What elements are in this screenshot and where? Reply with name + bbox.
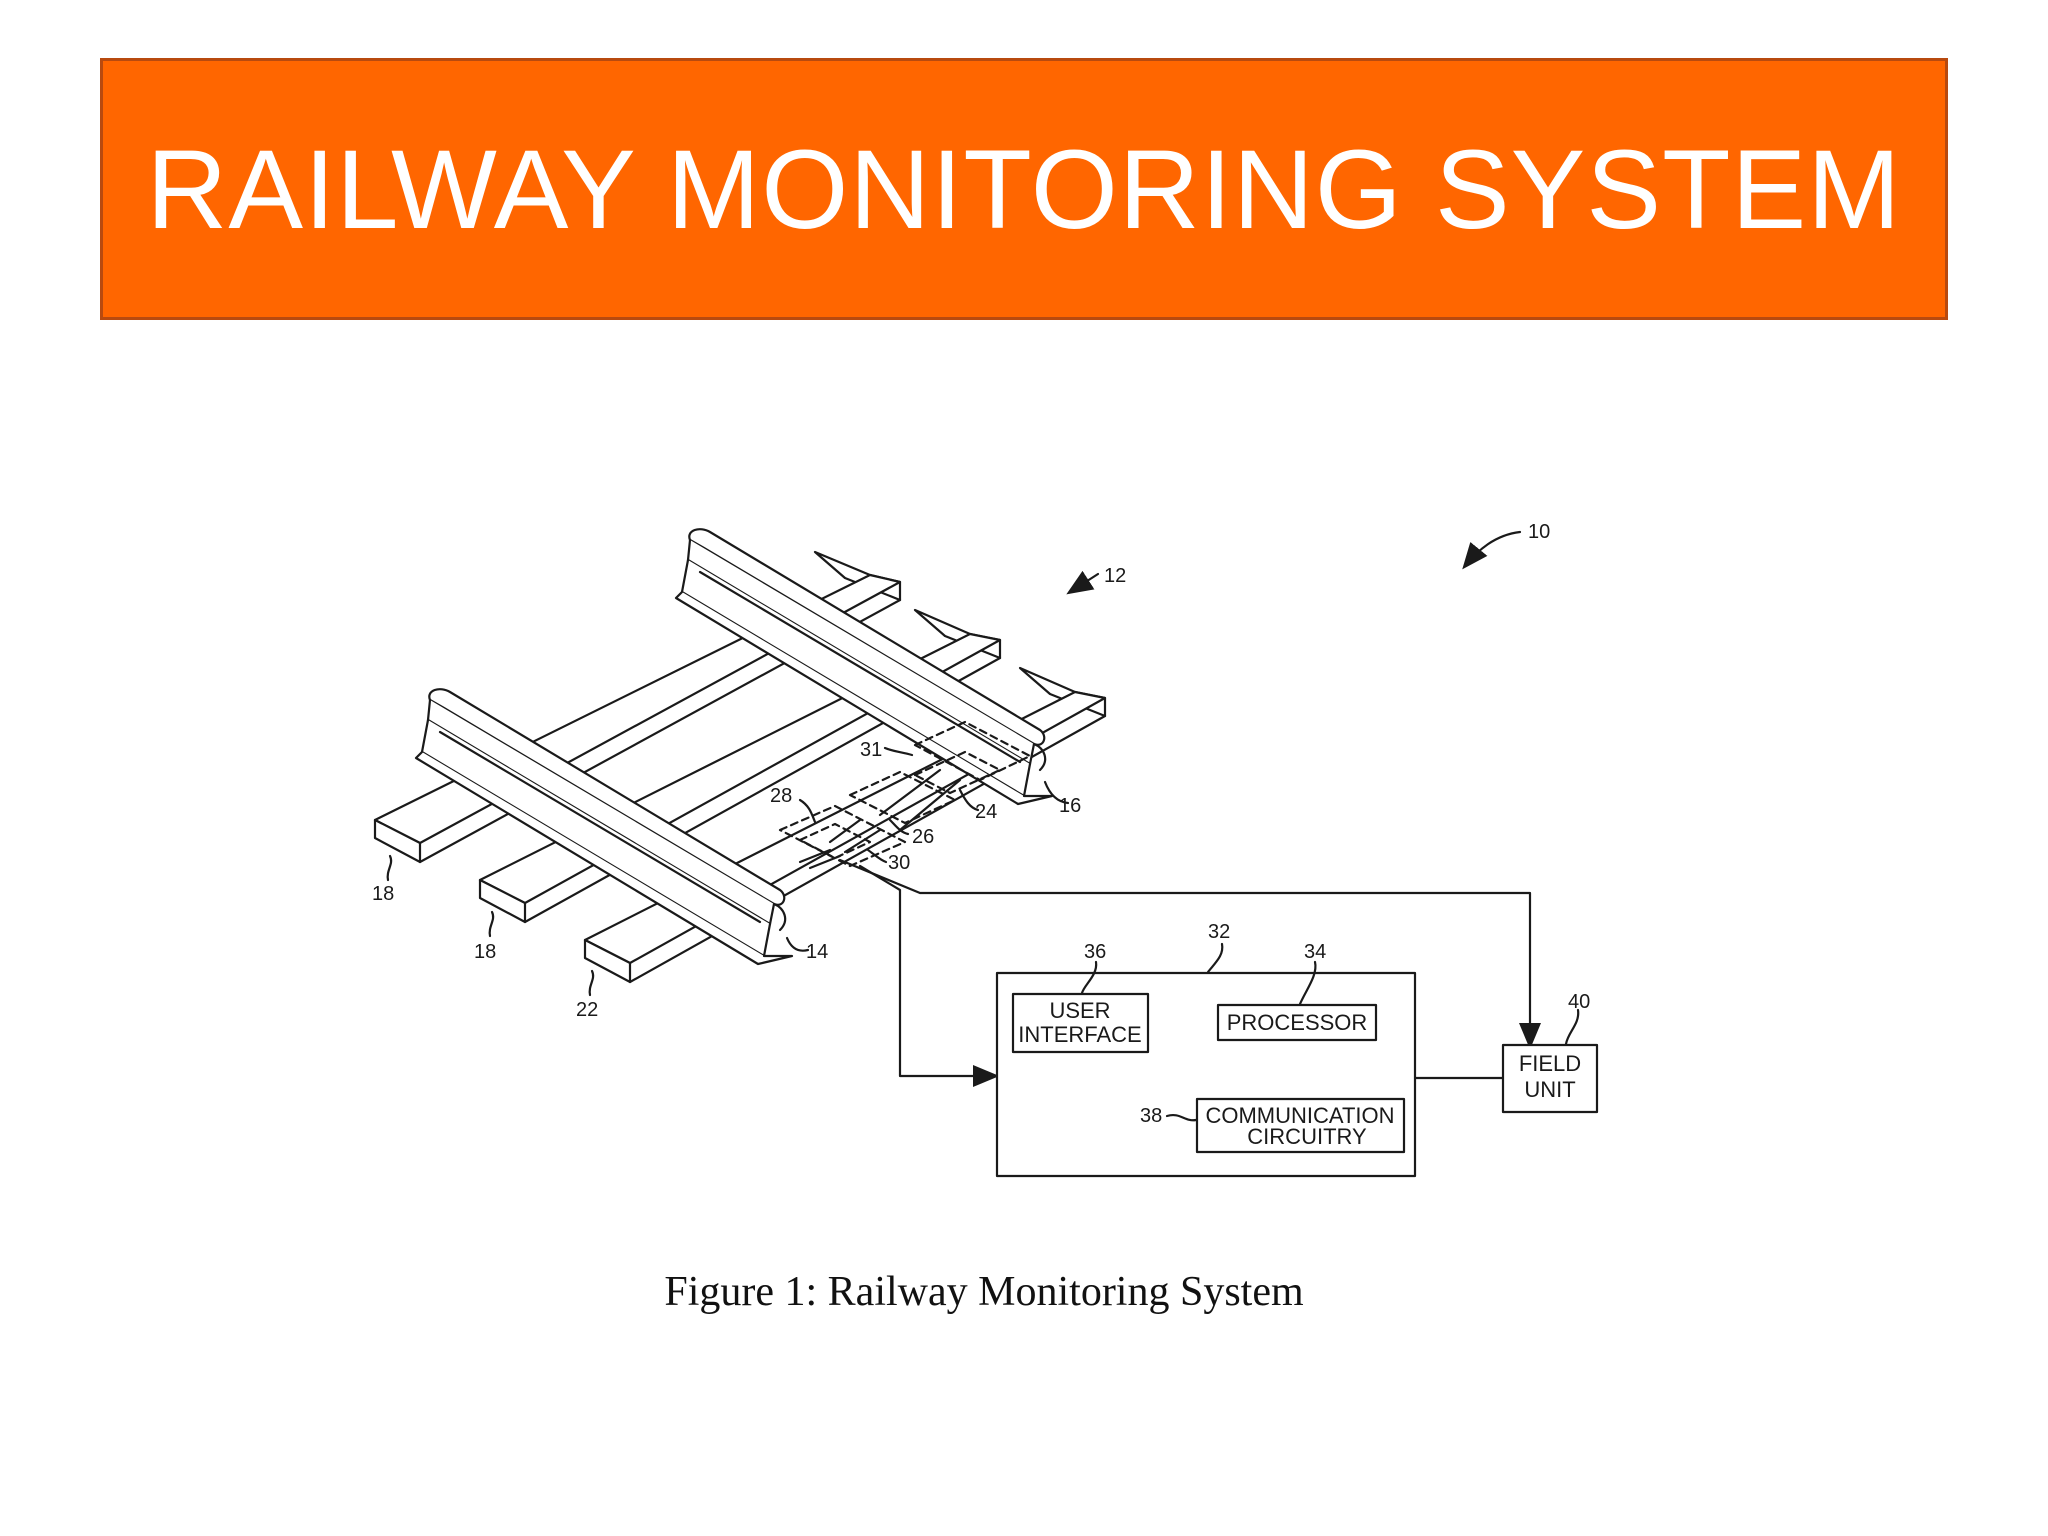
slide-title: RAILWAY MONITORING SYSTEM (146, 126, 1902, 252)
user-interface-label-line1: USER (1049, 998, 1110, 1023)
sensor-wires (798, 768, 962, 870)
ref-label-18b: 18 (474, 941, 496, 963)
user-interface-label-line2: INTERFACE (1018, 1022, 1141, 1047)
field-unit-box (1501, 1043, 1599, 1114)
ref-label-38: 38 (1140, 1105, 1162, 1127)
ref-label-40: 40 (1568, 991, 1590, 1013)
figure-caption: Figure 1: Railway Monitoring System (0, 1268, 2048, 1316)
communication-label-line1: COMMUNICATION (1205, 1103, 1394, 1128)
rail-near (414, 688, 794, 966)
ref-label-26: 26 (912, 826, 934, 848)
sensor-assembly (778, 720, 1032, 868)
figure-caption-text: Figure 1: Railway Monitoring System (664, 1269, 1304, 1315)
field-unit-label-line2: UNIT (1524, 1077, 1575, 1102)
processor-label: PROCESSOR (1227, 1010, 1368, 1035)
ref-label-36: 36 (1084, 941, 1106, 963)
field-unit-label-line1: FIELD (1519, 1051, 1581, 1076)
ref-label-10: 10 (1528, 521, 1550, 543)
title-banner: RAILWAY MONITORING SYSTEM (100, 58, 1948, 320)
user-interface-box (1011, 992, 1150, 1054)
ref-label-12: 12 (1104, 565, 1126, 587)
communication-label-line2: CIRCUITRY (1247, 1124, 1367, 1149)
ref-label-22: 22 (576, 999, 598, 1021)
ref-label-16: 16 (1059, 795, 1081, 817)
rail-far (674, 528, 1054, 806)
ref-label-14: 14 (806, 941, 828, 963)
ref-label-18a: 18 (372, 883, 394, 905)
ref-label-31: 31 (860, 739, 882, 761)
ref-label-34: 34 (1304, 941, 1326, 963)
reference-leaders (386, 530, 1580, 1122)
processor-box (1216, 1003, 1378, 1042)
ref-label-32: 32 (1208, 921, 1230, 943)
ref-label-30: 30 (888, 852, 910, 874)
ref-label-24: 24 (975, 801, 997, 823)
ref-label-28: 28 (770, 785, 792, 807)
communication-circuitry-box (1195, 1097, 1406, 1154)
